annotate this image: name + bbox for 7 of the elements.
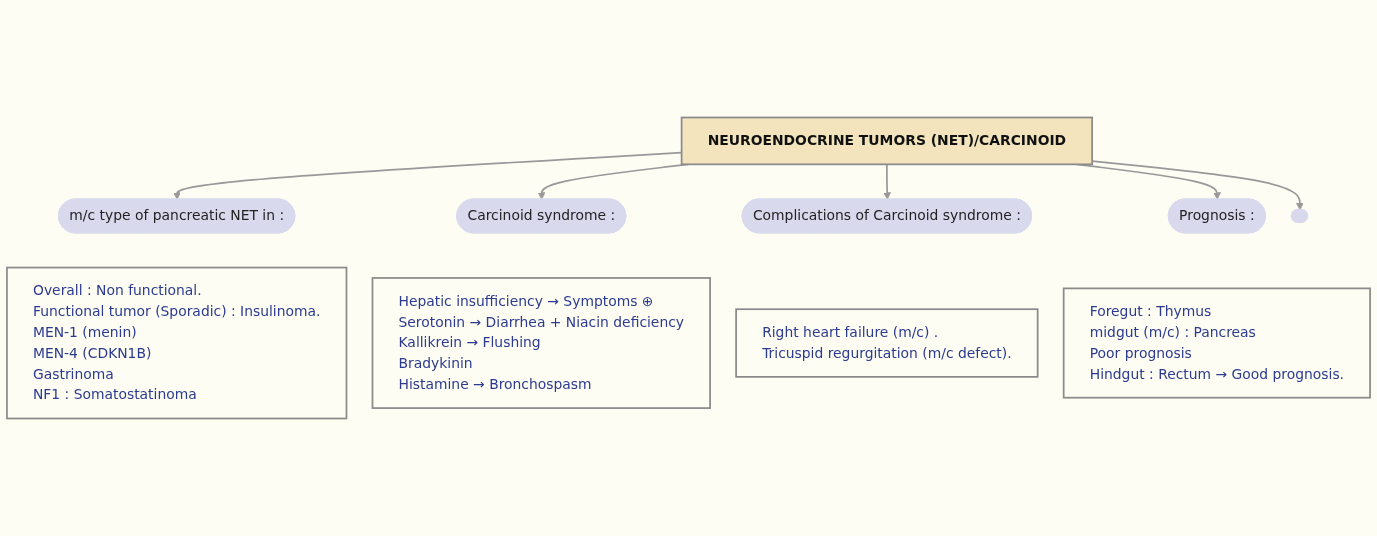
- node-box: [680, 116, 1093, 166]
- arrow: [883, 163, 891, 200]
- node-box: [371, 277, 711, 409]
- node-box: [6, 266, 348, 420]
- arrow: [1091, 160, 1304, 211]
- node-box: [735, 308, 1039, 378]
- node-box: [1062, 287, 1371, 399]
